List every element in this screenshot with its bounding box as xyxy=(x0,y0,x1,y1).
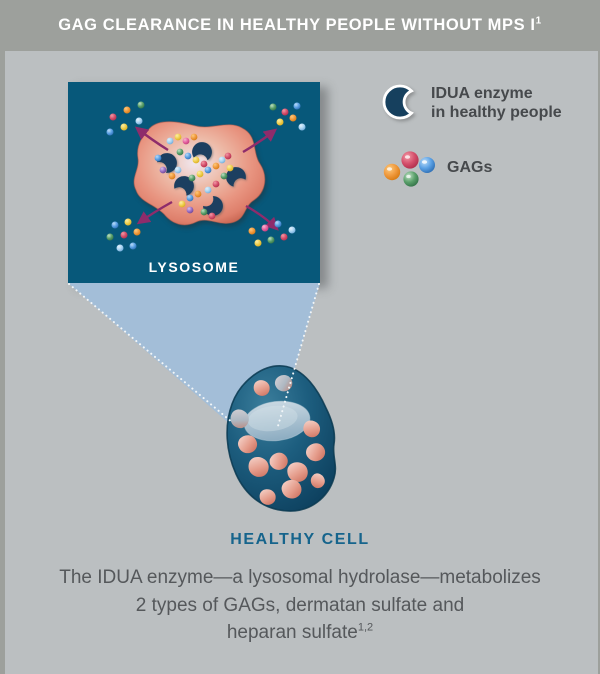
lysosome-label: LYSOSOME xyxy=(148,259,240,275)
gags-spheres-icon xyxy=(383,151,435,187)
export-arrow-up-left xyxy=(134,126,169,152)
lysosome-illustration xyxy=(106,101,306,252)
page-title: GAG CLEARANCE IN HEALTHY PEOPLE WITHOUT … xyxy=(58,16,542,35)
export-arrow-down-left xyxy=(136,200,173,225)
idua-enzyme-crescent-icon xyxy=(382,84,413,120)
gag-cluster-bottom-right xyxy=(248,220,296,247)
caption-line3-text: heparan sulfate xyxy=(226,622,358,643)
caption-line1: The IDUA enzyme—a lysosomal hydrolase—me… xyxy=(59,567,541,588)
caption-text: The IDUA enzyme—a lysosomal hydrolase—me… xyxy=(0,564,600,647)
page-title-superscript: 1 xyxy=(535,15,542,27)
caption-line3: heparan sulfate1,2 xyxy=(0,619,600,647)
gag-cluster-top-right xyxy=(269,102,306,131)
gag-export-arrows xyxy=(134,126,279,231)
legend-gags: GAGs xyxy=(378,144,492,192)
legend-idua: IDUA enzyme in healthy people xyxy=(376,78,586,126)
page-title-text: GAG CLEARANCE IN HEALTHY PEOPLE WITHOUT … xyxy=(58,16,536,34)
legend-idua-label-line2: in healthy people xyxy=(431,104,562,121)
export-arrow-down-right xyxy=(245,204,279,231)
lysosome-panel: LYSOSOME xyxy=(68,82,320,283)
gag-dots-inside-lysosome xyxy=(154,133,234,220)
export-arrow-up-right xyxy=(242,128,278,154)
legend-idua-label: IDUA enzyme in healthy people xyxy=(431,84,562,122)
header-band: GAG CLEARANCE IN HEALTHY PEOPLE WITHOUT … xyxy=(0,0,600,51)
caption-superscript: 1,2 xyxy=(357,621,374,634)
legend-gags-label: GAGs xyxy=(447,159,493,176)
healthy-cell-label: HEALTHY CELL xyxy=(230,531,370,548)
gag-cluster-top-left xyxy=(106,101,145,136)
legend-idua-label-line1: IDUA enzyme xyxy=(431,85,533,102)
caption-line2: 2 types of GAGs, dermatan sulfate and xyxy=(135,594,465,616)
gag-cluster-bottom-left xyxy=(106,218,141,252)
